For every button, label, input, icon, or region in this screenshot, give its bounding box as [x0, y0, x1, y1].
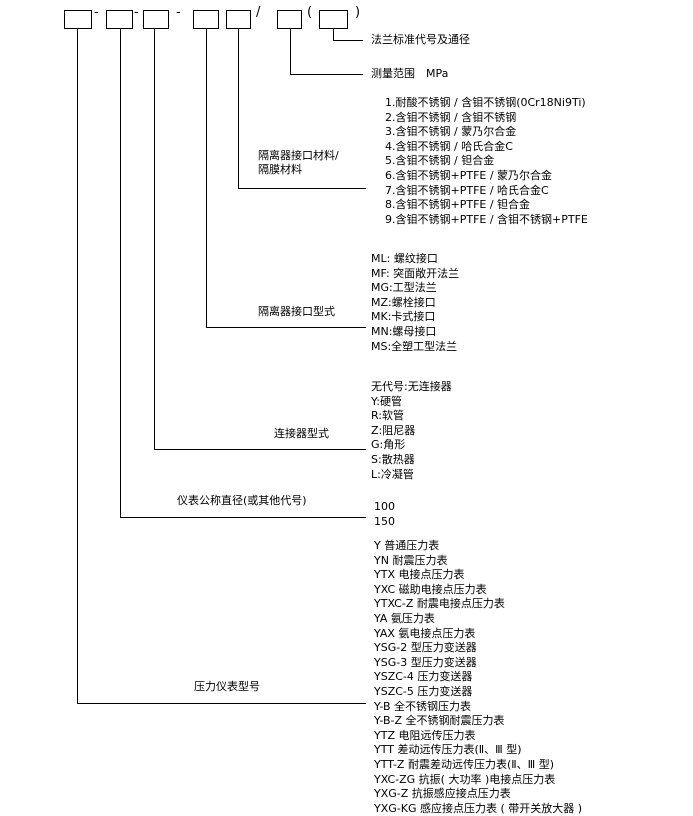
material-item: 7.含钼不锈钢+PTFE / 哈氏合金C — [385, 183, 549, 197]
diameter-list: 100 150 — [374, 500, 395, 529]
type-item: YXG-KG 感应接点压力表 ( 带开关放大器 ) — [374, 801, 583, 815]
code-box-range — [277, 10, 302, 29]
code-box-type — [64, 10, 92, 29]
leader-line-range — [290, 74, 363, 75]
material-item: 8.含钼不锈钢+PTFE / 钽合金 — [385, 198, 531, 212]
type-item: YTT-Z 耐震差动远传压力表(Ⅱ、Ⅲ 型) — [374, 757, 555, 771]
diameter-label: 仪表公称直径(或其他代号) — [177, 494, 307, 507]
material-item: 9.含钼不锈钢+PTFE / 含钼不锈钢+PTFE — [385, 212, 588, 226]
interface-item: ML: 螺纹接口 — [371, 252, 438, 265]
leader-line-material — [238, 188, 366, 189]
type-item: YSG-3 型压力变送器 — [374, 655, 477, 669]
diameter-item: 150 — [374, 514, 395, 528]
type-list: Y 普通压力表 YN 耐震压力表 YTX 电接点压力表 YXC 磁助电接点压力表… — [374, 539, 582, 816]
leader-line-interface — [206, 29, 207, 327]
type-item: YXG-Z 抗振感应接点压力表 — [374, 787, 511, 801]
interface-item: MK:卡式接口 — [371, 310, 436, 324]
connector-item: R:软管 — [371, 409, 405, 423]
leader-line-material — [238, 29, 239, 188]
type-item: YTT 差动远传压力表(Ⅱ、Ⅲ 型) — [374, 743, 522, 757]
connector-label: 连接器型式 — [274, 427, 329, 440]
material-item: 3.含钼不锈钢 / 蒙乃尔合金 — [385, 125, 517, 139]
type-item: YXC-ZG 抗振( 大功率 )电接点压力表 — [374, 772, 556, 786]
type-item: YSZC-5 压力变送器 — [374, 684, 473, 698]
interface-item: MZ:螺栓接口 — [371, 295, 436, 309]
leader-line-connector — [154, 29, 155, 449]
leader-line-type — [77, 703, 366, 704]
material-item: 2.含钼不锈钢 / 含钼不锈钢 — [385, 110, 517, 124]
type-item: YXC 磁助电接点压力表 — [374, 582, 487, 596]
type-item: YTZ 电阻远传压力表 — [374, 728, 476, 742]
type-item: YSZC-4 压力变送器 — [374, 670, 473, 684]
connector-item: 无代号:无连接器 — [371, 380, 452, 393]
material-label: 隔离器接口材料/ — [258, 149, 339, 162]
leader-line-connector — [154, 449, 366, 450]
code-separator: - — [134, 5, 139, 20]
type-item: YTX 电接点压力表 — [374, 568, 465, 582]
measuring-range-label: 测量范围 MPa — [371, 67, 449, 80]
interface-item: MF: 突面敞开法兰 — [371, 266, 460, 280]
type-item: YSG-2 型压力变送器 — [374, 641, 477, 655]
leader-line-diameter — [120, 29, 121, 517]
interface-label: 隔离器接口型式 — [258, 305, 335, 318]
connector-item: Z:阻尼器 — [371, 423, 416, 437]
leader-line-flange — [333, 40, 363, 41]
leader-line-flange — [333, 29, 334, 40]
interface-item: MG:工型法兰 — [371, 281, 437, 295]
code-box-interface — [193, 10, 219, 29]
type-label: 压力仪表型号 — [194, 680, 260, 693]
connector-item: L:冷凝管 — [371, 467, 414, 481]
code-separator: ( — [307, 5, 313, 20]
material-item: 6.含钼不锈钢+PTFE / 蒙乃尔合金 — [385, 168, 553, 182]
material-item: 1.耐酸不锈钢 / 含钼不锈钢(0Cr18Ni9Ti) — [385, 96, 586, 109]
type-item: Y 普通压力表 — [374, 539, 440, 552]
connector-item: S:散热器 — [371, 452, 415, 466]
type-item: YTXC-Z 耐震电接点压力表 — [374, 597, 505, 611]
diameter-item: 100 — [374, 500, 395, 513]
code-separator: - — [94, 5, 99, 20]
leader-line-interface — [206, 327, 366, 328]
type-item: YN 耐震压力表 — [374, 553, 448, 567]
code-box-flange — [319, 10, 348, 29]
interface-item: MS:全塑工型法兰 — [371, 339, 458, 353]
type-item: YA 氨压力表 — [374, 611, 435, 625]
material-label: 隔膜材料 — [258, 163, 302, 176]
code-separator: - — [176, 5, 181, 20]
interface-item: MN:螺母接口 — [371, 324, 437, 338]
flange-standard-label: 法兰标准代号及通径 — [371, 33, 470, 46]
leader-line-type — [77, 29, 78, 703]
code-box-diameter — [106, 10, 133, 29]
leader-line-range — [290, 29, 291, 74]
material-item: 5.含钼不锈钢 / 钽合金 — [385, 154, 495, 168]
code-separator: ) — [355, 5, 361, 20]
type-item: Y-B-Z 全不锈钢耐震压力表 — [374, 714, 505, 728]
interface-list: ML: 螺纹接口 MF: 突面敞开法兰 MG:工型法兰 MZ:螺栓接口 MK:卡… — [371, 252, 459, 354]
code-box-connector — [143, 10, 169, 29]
type-item: Y-B 全不锈钢压力表 — [374, 699, 472, 713]
code-separator: / — [256, 5, 261, 20]
connector-item: Y:硬管 — [371, 394, 402, 408]
material-list: 1.耐酸不锈钢 / 含钼不锈钢(0Cr18Ni9Ti) 2.含钼不锈钢 / 含钼… — [385, 96, 588, 227]
type-item: YAX 氨电接点压力表 — [374, 626, 476, 640]
connector-item: G:角形 — [371, 438, 406, 452]
code-box-material — [226, 10, 251, 29]
connector-list: 无代号:无连接器 Y:硬管 R:软管 Z:阻尼器 G:角形 S:散热器 L:冷凝… — [371, 380, 452, 482]
material-item: 4.含钼不锈钢 / 哈氏合金C — [385, 139, 513, 153]
leader-line-diameter — [120, 517, 366, 518]
